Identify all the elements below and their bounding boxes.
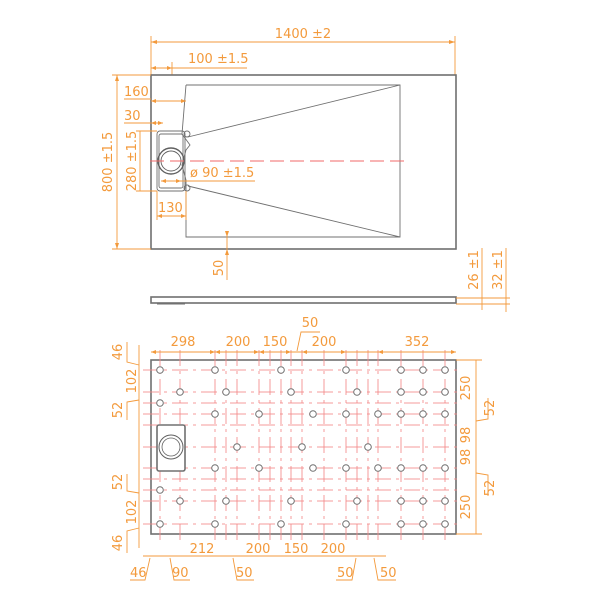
tray-outline bbox=[150, 74, 457, 250]
dim-right-6: 250 bbox=[459, 495, 474, 520]
dim-bottom-3: 150 bbox=[284, 542, 309, 557]
dim-160: 160 bbox=[124, 85, 149, 100]
dim-small-4: 50 bbox=[337, 566, 354, 581]
dim-border: 50 bbox=[212, 260, 227, 277]
dim-top-2: 200 bbox=[226, 335, 251, 350]
dim-small-2: 90 bbox=[172, 566, 189, 581]
dim-small-5: 50 bbox=[380, 566, 397, 581]
dim-small-1: 46 bbox=[130, 566, 147, 581]
dim-thickness-inner: 26 ±1 bbox=[467, 250, 482, 290]
dim-left-3: 52 bbox=[111, 402, 126, 419]
dim-left-4: 52 bbox=[111, 474, 126, 491]
dim-top-1: 298 bbox=[171, 335, 196, 350]
dim-top-3: 150 bbox=[263, 335, 288, 350]
support-feet bbox=[156, 366, 449, 528]
dim-right-1: 250 bbox=[459, 376, 474, 401]
bottom-view: 298 200 150 50 200 352 212 200 150 200 4… bbox=[111, 316, 498, 581]
dim-bottom-2: 200 bbox=[246, 542, 271, 557]
foot-icon bbox=[156, 366, 449, 528]
dim-drain-offset: 100 ±1.5 bbox=[188, 52, 249, 67]
dim-left-6: 46 bbox=[111, 535, 126, 552]
dim-drain-width: 130 bbox=[158, 201, 183, 216]
dim-top-4: 50 bbox=[302, 316, 319, 331]
dim-right-2: 52 bbox=[483, 400, 498, 417]
dim-right-3: 98 bbox=[459, 427, 474, 444]
dim-left-5: 102 bbox=[125, 500, 140, 525]
drain-box-bottom bbox=[156, 424, 186, 472]
support-grid bbox=[143, 350, 462, 545]
dim-drain-length: 280 ±1.5 bbox=[125, 131, 140, 192]
tray-profile bbox=[150, 296, 457, 304]
dim-top-5: 200 bbox=[312, 335, 337, 350]
side-view: 26 ±1 32 ±1 bbox=[150, 248, 510, 312]
dim-bottom-4: 200 bbox=[321, 542, 346, 557]
dim-right-5: 52 bbox=[483, 480, 498, 497]
dim-overall-depth: 800 ±1.5 bbox=[101, 132, 116, 193]
dim-small-3: 50 bbox=[236, 566, 253, 581]
top-view: 1400 ±2 100 ±1.5 800 ±1.5 160 bbox=[101, 27, 457, 280]
dim-30: 30 bbox=[124, 109, 141, 124]
dim-left-1: 46 bbox=[111, 344, 126, 361]
dim-left-2: 102 bbox=[125, 369, 140, 394]
dim-thickness-total: 32 ±1 bbox=[491, 250, 506, 290]
dim-top-6: 352 bbox=[405, 335, 430, 350]
dim-overall-width: 1400 ±2 bbox=[275, 27, 331, 42]
dim-bottom-1: 212 bbox=[190, 542, 215, 557]
dim-right-4: 98 bbox=[459, 449, 474, 466]
drain-hole-bottom-icon bbox=[158, 434, 184, 460]
dim-drain-diameter: ø 90 ±1.5 bbox=[190, 166, 254, 181]
